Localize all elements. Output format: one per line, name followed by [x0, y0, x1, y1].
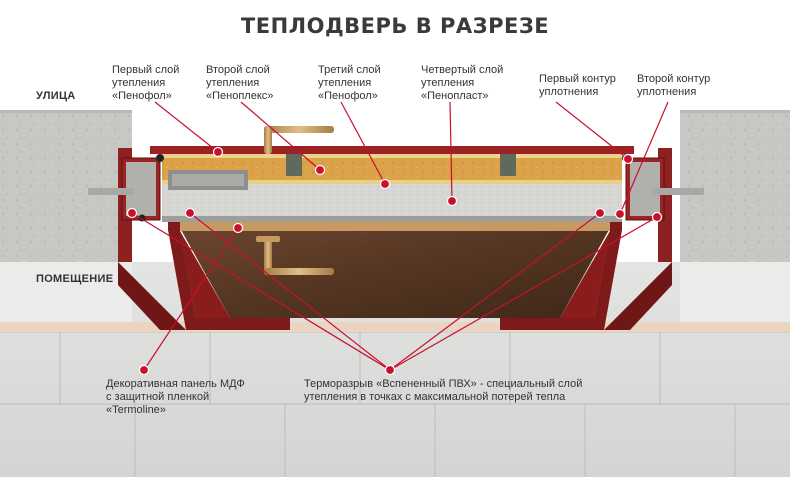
mdf-edge	[180, 222, 610, 231]
label-penofol-layer-3: Третий слой утепления «Пенофол»	[318, 64, 381, 103]
label-line: уплотнения	[539, 86, 599, 98]
inner-handle	[256, 236, 334, 275]
stiffener-1	[286, 154, 302, 176]
label-thermal-break: Терморазрыв «Вспененный ПВХ» - специальн…	[304, 378, 582, 404]
label-seal-contour-2: Второй контур уплотнения	[637, 73, 710, 99]
label-line: «Пеноплекс»	[206, 90, 274, 102]
diagram-title: ТЕПЛОДВЕРЬ В РАЗРЕЗЕ	[240, 14, 550, 38]
stiffener-2	[500, 154, 516, 176]
seal-outer-left	[156, 154, 164, 162]
label-line: «Пенопласт»	[421, 90, 489, 102]
left-wall	[0, 110, 132, 262]
penofol-layer-1	[162, 154, 622, 158]
label-line: утепления	[421, 77, 475, 89]
anchor-bolt-right	[652, 188, 704, 195]
label-line: утепления	[112, 77, 166, 89]
zone-outside-label: УЛИЦА	[36, 90, 76, 102]
label-line: Второй слой	[206, 64, 270, 76]
label-polystyrene-layer: Четвертый слой утепления «Пенопласт»	[421, 64, 503, 103]
label-line: Второй контур	[637, 73, 711, 85]
label-mdf-panel: Декоративная панель МДФ с защитной пленк…	[106, 378, 245, 417]
label-line: Четвертый слой	[421, 64, 504, 76]
mdf-panel	[180, 228, 610, 318]
label-line: Первый контур	[539, 73, 616, 85]
label-line: с защитной пленкой	[106, 391, 210, 403]
zone-inside-label: ПОМЕЩЕНИЕ	[36, 273, 114, 285]
label-line: «Termoline»	[106, 404, 166, 416]
callout-leaders	[131, 101, 669, 371]
label-line: утепления	[206, 77, 260, 89]
label-line: «Пенофол»	[318, 90, 378, 102]
label-line: утепления	[318, 77, 372, 89]
floor-baseboard	[0, 322, 790, 332]
label-line: уплотнения	[637, 86, 697, 98]
callout-dots	[126, 146, 663, 376]
label-line: Третий слой	[318, 64, 381, 76]
label-line: «Пенофол»	[112, 90, 172, 102]
penofol-layer-2	[162, 180, 622, 184]
label-penoplex-layer: Второй слой утепления «Пеноплекс»	[206, 64, 273, 103]
label-seal-contour-1: Первый контур уплотнения	[539, 73, 616, 99]
label-line: Первый слой	[112, 64, 180, 76]
anchor-bolt-left	[88, 188, 134, 195]
label-penofol-layer-1: Первый слой утепления «Пенофол»	[112, 64, 179, 103]
label-line: утепления в точках с максимальной потере…	[304, 391, 566, 403]
right-wall	[680, 110, 790, 262]
outer-steel-sheet	[150, 146, 634, 154]
outer-handle	[264, 126, 334, 154]
label-line: Терморазрыв «Вспененный ПВХ» - специальн…	[304, 378, 583, 390]
label-line: Декоративная панель МДФ	[106, 378, 245, 390]
